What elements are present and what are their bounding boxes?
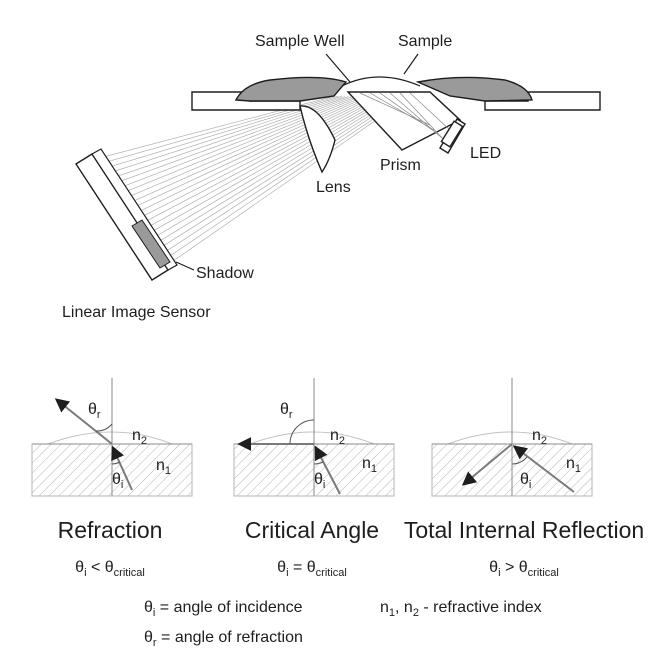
incident-ray: [512, 445, 575, 493]
tir-panel: n2 n1 θi Total Internal Reflection θi > …: [404, 378, 644, 579]
shadow-region: [131, 219, 171, 269]
led-shape: [439, 118, 466, 154]
sample-well-label: Sample Well: [255, 33, 345, 50]
angle-arc-r: [289, 419, 315, 445]
theta-i-label: θi: [520, 471, 531, 491]
incident-ray: [111, 445, 133, 491]
lens-label: Lens: [316, 179, 351, 196]
critical-angle-panel: θr n2 n1 θi Critical Angle θi = θcritica…: [233, 378, 395, 579]
theta-r-label: θr: [88, 401, 101, 421]
light-ray: [151, 98, 392, 247]
refracted-ray: [54, 398, 113, 445]
sample-dome: [47, 431, 173, 445]
n2-label: n2: [330, 427, 345, 447]
sample-label: Sample: [398, 33, 452, 50]
prism-label: Prism: [380, 157, 421, 174]
light-ray: [123, 97, 366, 206]
sample-leader: [403, 53, 419, 75]
light-ray: [148, 98, 389, 242]
incident-ray: [314, 445, 341, 495]
light-ray: [120, 97, 362, 201]
refraction-condition: θi < θcritical: [75, 559, 145, 579]
legend-refraction: θr = angle of refraction: [144, 629, 303, 649]
tir-condition: θi > θcritical: [489, 559, 559, 579]
tir-title: Total Internal Reflection: [404, 517, 644, 543]
sensor-label: Linear Image Sensor: [62, 304, 211, 321]
critical-angle-title: Critical Angle: [245, 517, 379, 543]
linear-image-sensor: [75, 148, 178, 281]
angle-arc-i: [111, 461, 121, 465]
prism-shape: [346, 91, 462, 151]
prism-rays: [359, 92, 451, 143]
light-ray: [141, 98, 382, 231]
sample-dome: [249, 431, 375, 445]
light-ray: [155, 99, 396, 252]
refraction-title: Refraction: [58, 517, 163, 543]
angle-arc-i: [313, 461, 324, 465]
legend-incidence: θi = angle of incidence: [144, 599, 303, 619]
n1-label: n1: [566, 455, 581, 475]
led-label: LED: [470, 145, 501, 162]
theta-i-label: θi: [314, 471, 325, 491]
critical-angle-condition: θi = θcritical: [277, 559, 347, 579]
legend: θi = angle of incidence θr = angle of re…: [144, 599, 542, 649]
n2-label: n2: [132, 427, 147, 447]
theta-r-label: θr: [280, 401, 293, 421]
lens-shape: [299, 105, 336, 174]
n1-label: n1: [156, 457, 171, 477]
light-ray: [158, 99, 399, 257]
instrument-diagram: Sample Well Sample Lens Prism LED Shadow…: [62, 33, 601, 321]
light-ray: [165, 99, 406, 267]
shadow-label: Shadow: [196, 265, 254, 282]
angle-arc-i: [511, 456, 528, 465]
refraction-panel: θr n2 n1 θi Refraction θi < θcritical: [31, 378, 193, 579]
reflected-ray: [461, 443, 513, 486]
n2-label: n2: [532, 427, 547, 447]
angle-arc-r: [95, 423, 113, 432]
light-ray: [130, 97, 372, 216]
light-ray: [162, 99, 402, 262]
light-ray: [137, 98, 379, 226]
light-ray: [134, 97, 376, 221]
legend-refractive-index: n1, n2 - refractive index: [380, 599, 542, 619]
shadow-leader: [175, 261, 195, 271]
light-ray: [144, 98, 386, 237]
sample-dome: [447, 431, 573, 445]
n1-label: n1: [362, 455, 377, 475]
theta-i-label: θi: [112, 471, 123, 491]
housing: [191, 76, 601, 111]
light-ray: [127, 97, 369, 211]
sample-well-leader: [325, 53, 351, 83]
